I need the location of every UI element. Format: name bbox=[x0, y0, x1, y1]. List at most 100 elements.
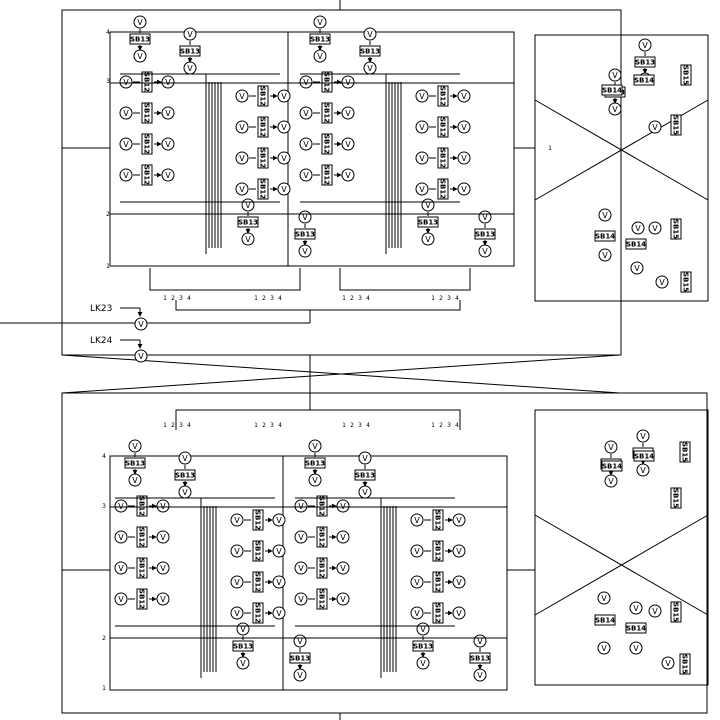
v-node-label: V bbox=[482, 247, 488, 256]
v-node: V bbox=[230, 575, 244, 589]
v-node: V bbox=[294, 499, 308, 513]
sb12-block: SB12 bbox=[321, 71, 333, 93]
sb12-label: SB12 bbox=[254, 510, 262, 530]
sb12-block: SB12 bbox=[252, 509, 264, 531]
v-node: V bbox=[358, 485, 372, 499]
port-number: 4 bbox=[187, 422, 191, 429]
v-node: V bbox=[161, 137, 175, 151]
v-node: V bbox=[277, 151, 291, 165]
v-node-label: V bbox=[165, 140, 171, 149]
v-node-label: V bbox=[652, 123, 658, 132]
v-node-label: V bbox=[652, 224, 658, 233]
rail-number: 1 bbox=[106, 263, 110, 270]
port-number: 4 bbox=[455, 295, 459, 302]
v-node: V bbox=[457, 89, 471, 103]
sb12-label: SB12 bbox=[323, 72, 331, 92]
sb14-label: SB14 bbox=[602, 87, 622, 95]
rail-number: 2 bbox=[102, 635, 106, 642]
sb13-label: SB13 bbox=[475, 231, 495, 239]
sb13-label: SB13 bbox=[295, 231, 315, 239]
v-node: V bbox=[128, 439, 142, 453]
v-node: V bbox=[597, 591, 611, 605]
sb12-label: SB12 bbox=[434, 510, 442, 530]
sb13-block: SB13 bbox=[179, 45, 201, 57]
bottom-main-block bbox=[109, 455, 508, 691]
v-node-label: V bbox=[281, 92, 287, 101]
v-node: V bbox=[293, 668, 307, 682]
v-node: V bbox=[478, 244, 492, 258]
v-node: V bbox=[655, 275, 669, 289]
v-node: V bbox=[457, 182, 471, 196]
v-node-label: V bbox=[281, 154, 287, 163]
v-node-label: V bbox=[652, 607, 658, 616]
v-node: V bbox=[119, 137, 133, 151]
top-right-block bbox=[534, 34, 709, 302]
sb12-block: SB12 bbox=[316, 526, 328, 548]
sb12-label: SB12 bbox=[138, 558, 146, 578]
v-node: V bbox=[410, 544, 424, 558]
v-node: V bbox=[235, 120, 249, 134]
sb12-block: SB12 bbox=[321, 102, 333, 124]
sb12-block: SB12 bbox=[432, 509, 444, 531]
v-node-label: V bbox=[414, 516, 420, 525]
sb12-block: SB12 bbox=[321, 164, 333, 186]
v-node-label: V bbox=[482, 213, 488, 222]
link-label: LK23 bbox=[90, 304, 112, 314]
v-node: V bbox=[156, 592, 170, 606]
sb12-block: SB12 bbox=[136, 526, 148, 548]
sb13-label: SB13 bbox=[238, 219, 258, 227]
v-node: V bbox=[294, 561, 308, 575]
sb12-block: SB12 bbox=[437, 116, 449, 138]
v-node: V bbox=[313, 15, 327, 29]
sb12-block: SB12 bbox=[437, 178, 449, 200]
v-node: V bbox=[299, 75, 313, 89]
port-number: 3 bbox=[447, 295, 451, 302]
port-number: 2 bbox=[262, 422, 266, 429]
sb12-label: SB12 bbox=[318, 527, 326, 547]
sb15-label: SB15 bbox=[672, 115, 680, 135]
sb12-block: SB12 bbox=[257, 85, 269, 107]
sb12-block: SB12 bbox=[252, 602, 264, 624]
sb12-label: SB12 bbox=[138, 527, 146, 547]
sb13-block: SB13 bbox=[129, 33, 151, 45]
v-node: V bbox=[161, 106, 175, 120]
v-node-label: V bbox=[367, 64, 373, 73]
port-number: 4 bbox=[278, 422, 282, 429]
v-node-label: V bbox=[182, 488, 188, 497]
rail-number: 2 bbox=[106, 211, 110, 218]
v-node: V bbox=[272, 606, 286, 620]
v-node-label: V bbox=[302, 213, 308, 222]
sb13-label: SB13 bbox=[635, 59, 655, 67]
v-node: V bbox=[133, 49, 147, 63]
sb13-label: SB13 bbox=[305, 460, 325, 468]
port-number: 3 bbox=[358, 295, 362, 302]
v-node: V bbox=[277, 182, 291, 196]
v-node: V bbox=[308, 473, 322, 487]
v-node-label: V bbox=[634, 264, 640, 273]
v-node-label: V bbox=[345, 171, 351, 180]
v-node: V bbox=[161, 168, 175, 182]
v-node: V bbox=[648, 604, 662, 618]
v-node-label: V bbox=[276, 578, 282, 587]
sb12-label: SB12 bbox=[254, 572, 262, 592]
sb12-block: SB12 bbox=[252, 571, 264, 593]
port-number: 3 bbox=[358, 422, 362, 429]
v-node-label: V bbox=[303, 140, 309, 149]
sb12-block: SB12 bbox=[141, 102, 153, 124]
v-node: V bbox=[421, 232, 435, 246]
v-node-label: V bbox=[602, 251, 608, 260]
v-node-label: V bbox=[234, 578, 240, 587]
sb15-block: SB15 bbox=[670, 487, 682, 509]
v-node: V bbox=[415, 89, 429, 103]
sb13-block: SB13 bbox=[417, 216, 439, 228]
v-node: V bbox=[341, 168, 355, 182]
v-node-label: V bbox=[138, 320, 144, 329]
v-node-label: V bbox=[362, 454, 368, 463]
v-node: V bbox=[114, 561, 128, 575]
v-node: V bbox=[336, 499, 350, 513]
v-node: V bbox=[604, 474, 618, 488]
v-node: V bbox=[183, 27, 197, 41]
v-node: V bbox=[114, 530, 128, 544]
sb15-label: SB15 bbox=[672, 219, 680, 239]
